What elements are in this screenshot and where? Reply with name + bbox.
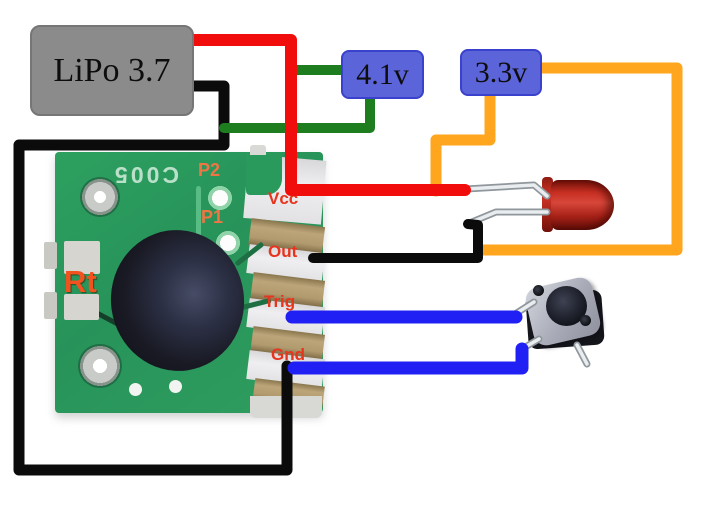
left-castellation-pad xyxy=(44,292,57,319)
voltmeter-4v1-label: 4.1v xyxy=(356,57,409,91)
pin-label-out: Out xyxy=(268,242,298,261)
pin-label-vcc: Vcc xyxy=(268,189,299,208)
led-cathode-lead xyxy=(463,208,551,228)
button-leg-bottom-right xyxy=(573,341,591,368)
top-castellation-tab xyxy=(250,145,266,155)
gnd-to-button-blue xyxy=(287,342,529,375)
led-anode-lead xyxy=(462,181,551,200)
voltmeter-3v3-box: 3.3v xyxy=(460,49,542,96)
via-hole xyxy=(129,383,142,396)
red-led xyxy=(551,180,614,230)
meter41-tap-negative-green xyxy=(219,92,375,133)
push-button-corner-pin xyxy=(580,315,591,326)
pad-label-p2: P2 xyxy=(198,160,221,180)
voltmeter-3v3-label: 3.3v xyxy=(474,55,528,89)
pin-label-trig: Trig xyxy=(264,292,296,311)
left-castellation-pad xyxy=(44,242,57,269)
voltmeter-4v1-box: 4.1v xyxy=(341,50,424,99)
pad-label-p1: P1 xyxy=(201,207,224,227)
push-button-corner-pin xyxy=(533,285,544,296)
bottom-right-tab xyxy=(250,396,322,418)
led-anode-lead-core xyxy=(464,183,549,198)
button-leg-bottom-right-core xyxy=(575,343,589,366)
pin-label-gnd: Gnd xyxy=(271,345,305,364)
mounting-hole-top-left xyxy=(80,177,120,217)
timer-module-board: C005 P2 P1 Rt Vcc Out Trig Gnd xyxy=(44,145,327,418)
out-to-led-black xyxy=(308,219,483,263)
battery-label: LiPo 3.7 xyxy=(53,51,171,89)
battery-box: LiPo 3.7 xyxy=(30,25,194,116)
led-cathode-lead-core xyxy=(465,210,549,226)
via-hole xyxy=(169,380,182,393)
trimmer-label-rt: Rt xyxy=(64,264,97,299)
meter33-tap-anode-orange xyxy=(430,89,496,197)
mounting-hole-bottom-left xyxy=(78,344,122,388)
silkscreen-text: C005 xyxy=(112,162,179,188)
